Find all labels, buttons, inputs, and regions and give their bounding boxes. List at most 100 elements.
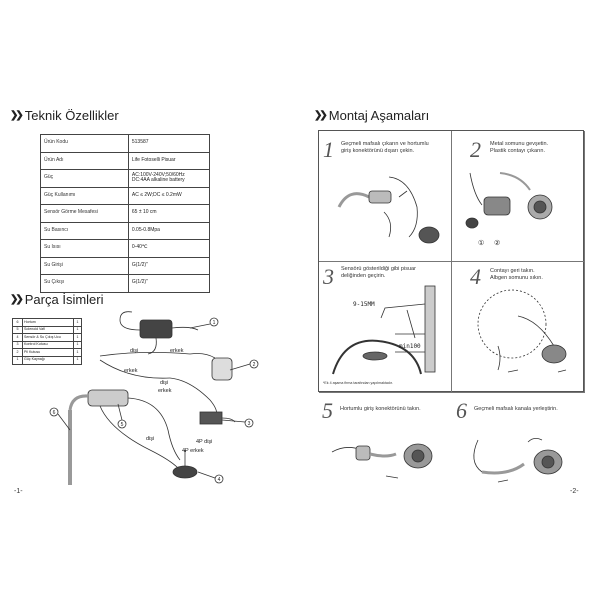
step-6-text: Geçmeli mafsalı kanala yerleştirin.	[474, 406, 558, 412]
step-2-mark-a: ①	[478, 239, 484, 247]
solenoid-valve-icon	[87, 389, 129, 407]
steps-grid: 1 Geçmeli mafsalı çıkarın ve hortumlu gi…	[318, 130, 585, 393]
spec-value: 0-40℃	[127, 239, 211, 258]
spec-value: Life Fotoselli Pisuar	[127, 151, 211, 170]
step-3-range: 9-15MM	[353, 301, 375, 308]
label-disi-3: dişi	[146, 436, 154, 442]
part-number: 2	[12, 348, 23, 357]
part-qty: 1	[73, 355, 82, 365]
step-1-number: 1	[323, 137, 334, 162]
spec-value: G(1/2)"	[127, 274, 211, 293]
page-number-left: -1-	[14, 488, 23, 495]
step-5: 5 Hortumlu giriş konektörünü takın.	[318, 398, 451, 498]
callout-1: 1	[213, 320, 216, 326]
spec-label: Su Basıncı	[40, 221, 129, 240]
spec-label: Su Girişi	[40, 256, 129, 275]
spec-label: Su Isısı	[40, 239, 129, 258]
step-3: 3 Sensörü gösterildiği gibi pisuar deliğ…	[319, 262, 452, 393]
callout-4: 4	[218, 477, 221, 483]
spec-value: 0.05-0.8Mpa	[127, 221, 211, 240]
control-box-icon	[199, 411, 223, 425]
part-number: 6	[12, 318, 23, 327]
step-3-min: min100	[399, 343, 421, 350]
spec-title: Teknik Özellikler	[24, 108, 119, 123]
step-5-illustration	[331, 443, 433, 479]
assembly-heading: ❯❯ Montaj Aşamaları	[314, 108, 429, 123]
callout-2: 2	[253, 362, 256, 368]
step-2-mark-b: ②	[494, 239, 500, 247]
spec-label: Ürün Kodu	[40, 134, 129, 153]
spec-label: Güç Kullanımı	[40, 186, 129, 205]
label-disi-2: dişi	[160, 380, 168, 386]
part-number: 3	[12, 340, 23, 350]
spec-label: Güç	[40, 169, 129, 188]
double-chevron-icon: ❯❯	[314, 110, 328, 121]
spec-value: 65 ± 10 cm	[127, 204, 211, 223]
label-erkek-2: erkek	[124, 368, 138, 374]
double-chevron-icon: ❯❯	[10, 294, 24, 305]
parts-heading: ❯❯ Parça İsimleri	[10, 292, 104, 307]
parts-diagram: dişi erkek erkek dişi dişi erkek 4P dişi…	[49, 311, 259, 485]
step-2-number: 2	[470, 137, 481, 162]
battery-box-icon	[211, 357, 233, 381]
step-3-number: 3	[323, 264, 334, 289]
step-1-illustration	[337, 176, 440, 244]
step-4: 4 Contayı geri takın. Albgen somunu sıkı…	[452, 262, 585, 393]
parts-title: Parça İsimleri	[24, 292, 104, 307]
sensor-icon	[172, 465, 198, 479]
label-disi-1: dişi	[130, 348, 138, 354]
spec-heading: ❯❯ Teknik Özellikler	[10, 108, 119, 123]
double-chevron-icon: ❯❯	[10, 110, 24, 121]
spec-label: Su Çıkışı	[40, 274, 129, 293]
step-4-number: 4	[470, 264, 481, 289]
part-number: 5	[12, 325, 23, 335]
callout-6: 6	[53, 410, 56, 416]
step-2-illustration: ① ②	[465, 172, 553, 247]
step-1-text: Geçmeli mafsalı çıkarın ve hortumlu giri…	[341, 141, 429, 154]
step-5-text: Hortumlu giriş konektörünü takın.	[340, 406, 421, 412]
step-6-illustration	[473, 438, 563, 483]
step-2: 2 Metal somunu gevşetin. Plastik contayı…	[452, 131, 585, 262]
callout-5: 5	[121, 422, 124, 428]
assembly-note: *Ek 4 aşama firma tarafından yapılmaktad…	[323, 381, 393, 385]
step-2-text: Metal somunu gevşetin. Plastik contayı ç…	[490, 141, 549, 154]
power-supply-icon	[139, 319, 173, 339]
step-3-text: Sensörü gösterildiği gibi pisuar deliğin…	[341, 266, 416, 279]
part-number: 4	[12, 333, 23, 342]
spec-value: G(1/2)"	[127, 256, 211, 275]
page-number-right: -2-	[570, 488, 579, 495]
spec-value: 513587	[127, 134, 211, 153]
step-6: 6 Geçmeli mafsalı kanala yerleştirin.	[452, 398, 585, 498]
right-page: ❯❯ Montaj Aşamaları 1 Geçmeli mafsalı çı…	[300, 0, 600, 600]
callout-3: 3	[248, 421, 251, 427]
spec-label: Sensör Görme Mesafesi	[40, 204, 129, 223]
label-erkek-3: erkek	[158, 388, 172, 394]
step-6-number: 6	[456, 398, 467, 423]
step-4-illustration	[477, 289, 567, 373]
step-1: 1 Geçmeli mafsalı çıkarın ve hortumlu gi…	[319, 131, 452, 262]
part-number: 1	[12, 355, 23, 365]
label-erkek-1: erkek	[170, 348, 184, 354]
assembly-title: Montaj Aşamaları	[328, 108, 430, 123]
label-4p-disi: 4P dişi	[196, 439, 212, 445]
spec-value: AC:100V-240V;50/60Hz DC:4AA alkaline bat…	[127, 169, 211, 188]
step-5-number: 5	[322, 398, 333, 423]
step-3-illustration: 9-15MM min100	[332, 285, 436, 375]
step-4-text: Contayı geri takın. Albgen somunu sıkın.	[490, 268, 543, 281]
spec-label: Ürün Adı	[40, 151, 129, 170]
spec-value: AC ≤ 2W;DC ≤ 0.2mW	[127, 186, 211, 205]
label-4p-erkek: 4P erkek	[182, 448, 204, 454]
